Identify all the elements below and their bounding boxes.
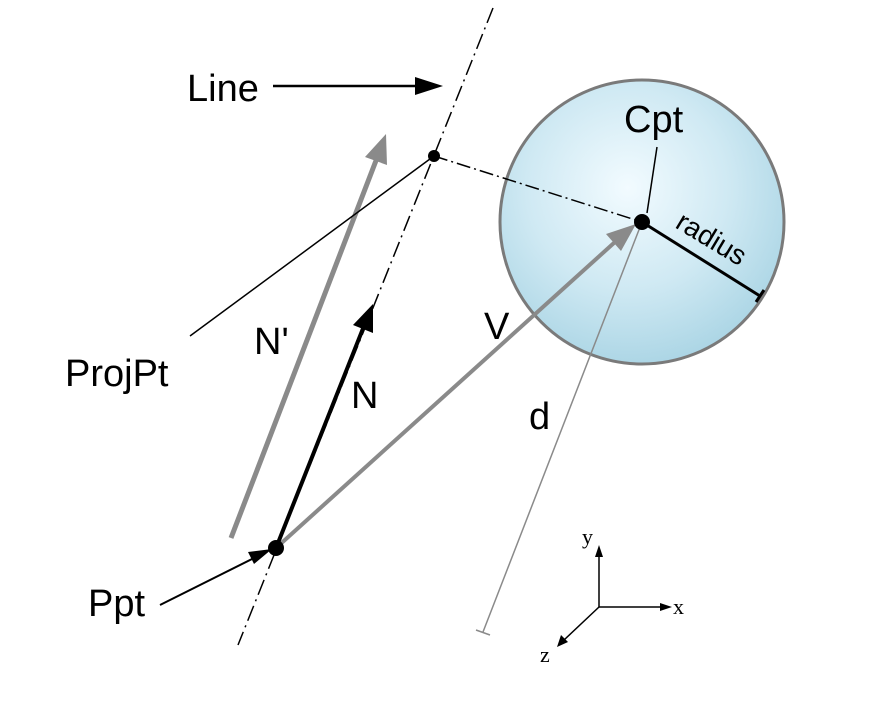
axis-z-arrowhead [557, 635, 568, 647]
ppt-label: Ppt [88, 583, 145, 625]
coordinate-axes: y x z [540, 524, 684, 667]
vector-n-prime [228, 157, 380, 539]
axis-z-label: z [540, 642, 550, 667]
vector-n-arrowhead [353, 304, 373, 333]
v-label: V [484, 306, 510, 348]
vector-v [274, 240, 617, 550]
radius-line [641, 220, 761, 298]
vector-v-arrowhead [606, 224, 636, 251]
projection-line [433, 155, 643, 223]
cpt-dot [634, 214, 650, 230]
n-label: N [351, 375, 378, 417]
axis-z [563, 606, 600, 641]
d-label: d [529, 396, 550, 438]
axis-y-arrowhead [595, 545, 603, 557]
distance-d-line [482, 221, 643, 633]
cpt-label: Cpt [624, 99, 684, 141]
axis-x-label: x [673, 594, 684, 619]
axis-y-label: y [582, 524, 593, 549]
line-label-arrowhead [415, 77, 443, 95]
ppt-leader-arrow [159, 555, 259, 606]
n-prime-label: N' [254, 321, 289, 363]
projpt-leader [189, 155, 435, 337]
projpt-label: ProjPt [65, 353, 169, 395]
axis-x-arrowhead [660, 603, 672, 611]
projpt-dot [428, 150, 440, 162]
ppt-dot [268, 540, 284, 556]
vector-n [274, 325, 366, 549]
vector-n-prime-arrowhead [365, 134, 387, 165]
distance-d-tick [475, 629, 491, 636]
cpt-leader [646, 146, 658, 214]
radius-end-tick [754, 289, 766, 303]
ppt-leader-arrowhead [248, 549, 272, 564]
line-label: Line [187, 68, 259, 110]
